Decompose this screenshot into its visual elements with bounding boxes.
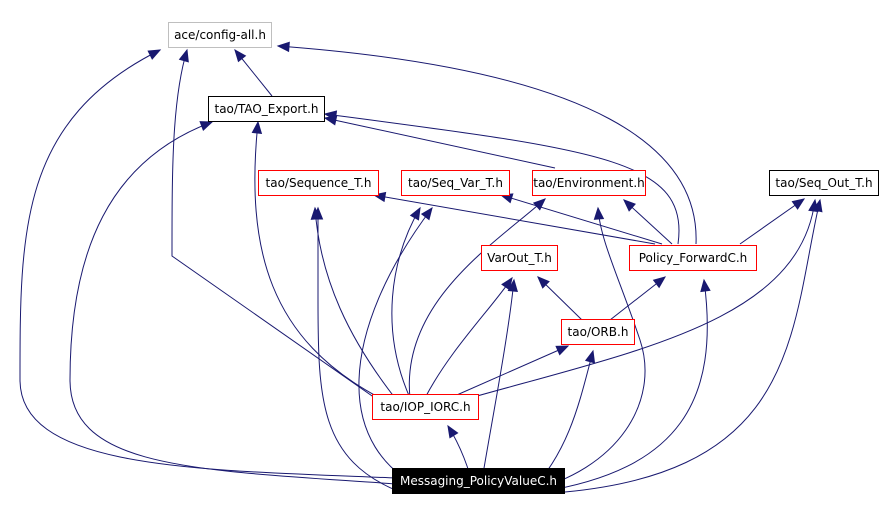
node-environment[interactable]: tao/Environment.h: [532, 170, 646, 196]
arrowhead: [808, 198, 819, 213]
edge-iop-iorc-to-sequence-t: [314, 207, 396, 399]
edge-policy-forwardc-to-tao-export: [324, 113, 680, 245]
node-iop-iorc[interactable]: tao/IOP_IORC.h: [372, 394, 479, 420]
node-varout-t[interactable]: VarOut_T.h: [481, 245, 558, 271]
edge-policy-forwardc-to-seq-out-t: [739, 198, 805, 245]
node-config-all[interactable]: ace/config-all.h: [168, 22, 272, 48]
edge-messaging-to-config-all: [19, 49, 397, 479]
arrowhead: [420, 206, 433, 221]
arrowhead: [555, 345, 570, 356]
node-label: ace/config-all.h: [174, 28, 266, 42]
arrowhead: [310, 206, 322, 220]
arrowhead: [652, 276, 667, 289]
arrowhead: [501, 276, 513, 291]
edge-policy-forwardc-to-seq-var-t: [500, 194, 663, 245]
node-label: tao/Sequence_T.h: [265, 176, 372, 190]
arrowhead: [447, 424, 459, 439]
node-seq-out-t[interactable]: tao/Seq_Out_T.h: [769, 170, 879, 196]
node-label: tao/IOP_IORC.h: [380, 400, 471, 414]
edge-iop-iorc-to-varout-t: [424, 277, 513, 399]
node-sequence-t[interactable]: tao/Sequence_T.h: [258, 170, 379, 196]
edge-messaging-to-policy-forwardc: [539, 279, 708, 493]
arrowhead: [593, 206, 605, 220]
node-messaging-policyvaluec[interactable]: Messaging_PolicyValueC.h: [392, 468, 565, 494]
arrowhead: [409, 206, 421, 221]
arrowhead: [700, 278, 711, 293]
arrowhead: [199, 121, 214, 131]
arrowhead: [276, 41, 290, 53]
edge-policy-forwardc-to-config-all: [277, 45, 697, 245]
node-label: tao/TAO_Export.h: [214, 102, 319, 116]
edge-messaging-to-tao-export: [69, 121, 397, 485]
node-label: Policy_ForwardC.h: [638, 251, 748, 265]
edge-iop-iorc-to-config-all: [171, 49, 376, 399]
node-label: Messaging_PolicyValueC.h: [399, 474, 558, 488]
node-seq-var-t[interactable]: tao/Seq_Var_T.h: [401, 170, 510, 196]
node-orb[interactable]: tao/ORB.h: [561, 319, 635, 345]
arrowhead: [251, 120, 263, 134]
arrowhead: [178, 48, 189, 63]
edge-messaging-to-varout-t: [479, 279, 515, 493]
node-label: tao/Environment.h: [533, 176, 645, 190]
arrowhead: [791, 198, 806, 210]
edge-messaging-to-sequence-t: [317, 208, 401, 493]
edge-iop-iorc-to-seq-out-t: [469, 199, 816, 399]
node-label: tao/ORB.h: [567, 325, 629, 339]
arrowhead: [507, 278, 518, 292]
edge-iop-iorc-to-orb: [449, 345, 569, 399]
edge-iop-iorc-to-environment: [408, 198, 546, 399]
edge-iop-iorc-to-tao-export: [254, 121, 381, 399]
edge-iop-iorc-to-seq-var-t: [391, 207, 421, 399]
edge-policy-forwardc-to-sequence-t: [373, 194, 656, 245]
arrowhead: [623, 199, 636, 212]
arrowhead: [234, 48, 247, 63]
arrowhead: [537, 276, 550, 289]
node-policy-forwardc[interactable]: Policy_ForwardC.h: [629, 245, 757, 271]
arrowhead: [323, 115, 338, 126]
edge-orb-to-policy-forwardc: [609, 276, 666, 321]
arrowhead: [584, 349, 596, 364]
edge-messaging-to-environment: [524, 207, 646, 493]
arrowhead: [532, 198, 546, 211]
edge-messaging-to-seq-out-t: [564, 199, 821, 493]
arrowhead: [147, 49, 162, 60]
node-tao-export[interactable]: tao/TAO_Export.h: [208, 96, 325, 122]
edge-environment-to-tao-export: [324, 117, 556, 169]
node-label: tao/Seq_Var_T.h: [408, 176, 503, 190]
node-label: tao/Seq_Out_T.h: [775, 176, 873, 190]
node-label: VarOut_T.h: [487, 251, 552, 265]
